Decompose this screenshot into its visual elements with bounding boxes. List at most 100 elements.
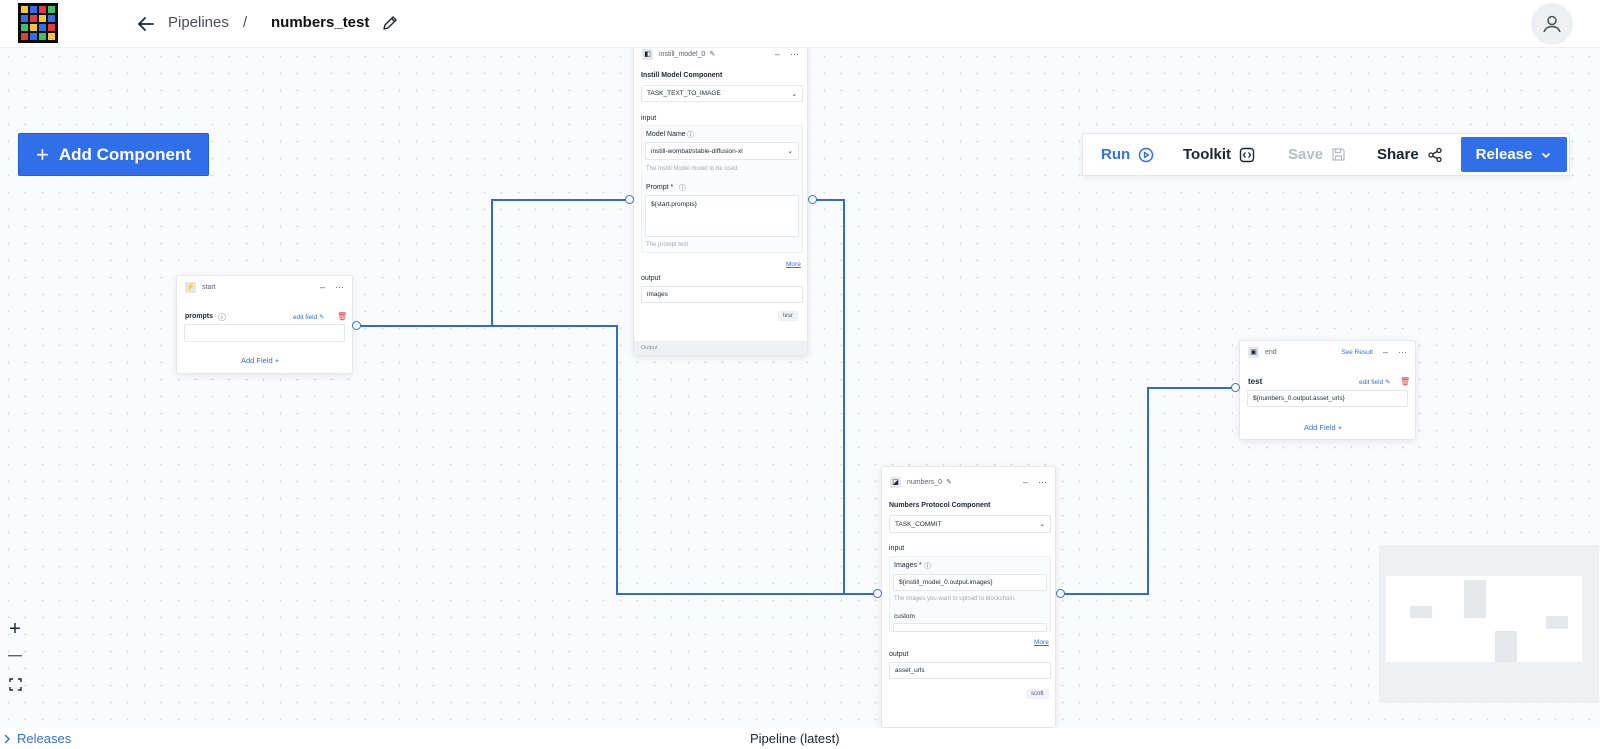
task-select[interactable]: TASK_COMMIT⌄ — [889, 515, 1051, 533]
node-instill-model[interactable]: ◧ instill_model_0 ✎ –··· Instill Model C… — [633, 48, 808, 356]
start-output-handle[interactable] — [352, 321, 361, 330]
node-header[interactable]: ▣ end See Result –··· — [1240, 341, 1415, 363]
pipeline-canvas[interactable]: + Add Component Run Toolkit Save Share R… — [0, 48, 1600, 728]
release-button[interactable]: Release — [1461, 137, 1567, 172]
instill-logo[interactable] — [18, 3, 58, 43]
more-options-icon[interactable]: ··· — [1038, 477, 1047, 487]
node-header[interactable]: ◪ numbers_0 ✎ – ··· — [882, 471, 1055, 493]
custom-input[interactable] — [893, 623, 1047, 632]
collapse-icon[interactable]: – — [319, 282, 325, 292]
component-name: Numbers Protocol Component — [889, 502, 991, 509]
more-options-icon[interactable]: ··· — [790, 49, 799, 59]
plus-icon: + — [35, 141, 49, 167]
node-header[interactable]: ◧ instill_model_0 ✎ – ··· — [634, 48, 807, 65]
model-name-select[interactable]: instill-wombat/stable-diffusion-xl⌄ — [645, 142, 799, 160]
user-avatar-icon[interactable] — [1531, 3, 1573, 45]
zoom-in-icon[interactable]: + — [9, 617, 21, 640]
minimap[interactable] — [1379, 545, 1599, 703]
node-id: start — [202, 283, 216, 291]
more-link[interactable]: More — [1034, 639, 1049, 646]
bottom-bar: Releases Pipeline (latest) — [0, 728, 1600, 749]
chevron-down-icon: ⌄ — [787, 148, 793, 155]
numbers-icon: ◪ — [890, 476, 901, 488]
numbers-input-handle[interactable] — [873, 589, 882, 598]
images-label: Images * — [894, 562, 922, 569]
output-asset-urls-field[interactable]: asset_urls — [889, 662, 1051, 679]
node-id: numbers_0 — [907, 478, 943, 486]
test-chip[interactable]: scott — [1026, 689, 1049, 699]
chevron-down-icon: ⌄ — [1039, 521, 1045, 528]
minimap-node — [1495, 631, 1517, 662]
node-start[interactable]: ⚡ start –··· prompts ⓘ edit field ✎ 🗑 Ad… — [176, 275, 353, 374]
node-id: instill_model_0 — [659, 50, 706, 58]
instill-input-handle[interactable] — [625, 195, 634, 204]
output-section-label: output — [889, 651, 909, 658]
add-field-button[interactable]: Add Field + — [241, 356, 280, 365]
test-input[interactable]: ${numbers_0.output.asset_urls} — [1247, 390, 1408, 407]
prompts-input[interactable] — [184, 324, 345, 342]
collapse-icon[interactable]: – — [1382, 347, 1388, 357]
collapse-icon[interactable]: – — [1022, 477, 1028, 487]
share-button[interactable]: Share — [1377, 134, 1443, 175]
model-icon: ◧ — [642, 48, 653, 60]
output-footer[interactable]: Output — [634, 341, 807, 355]
images-hint: The images you want to upload to blockch… — [894, 596, 1016, 602]
more-link[interactable]: More — [786, 261, 801, 268]
edges-layer — [356, 199, 1235, 595]
releases-toggle[interactable]: Releases — [3, 731, 71, 746]
help-circle-icon[interactable]: ⓘ — [687, 132, 694, 139]
add-component-label: Add Component — [58, 144, 192, 164]
toolkit-button[interactable]: Toolkit — [1183, 134, 1255, 175]
code-square-icon — [1239, 147, 1255, 162]
node-numbers[interactable]: ◪ numbers_0 ✎ – ··· Numbers Protocol Comp… — [881, 466, 1056, 728]
help-circle-icon[interactable]: ⓘ — [924, 563, 931, 570]
share-label: Share — [1377, 146, 1419, 163]
breadcrumb-separator: / — [243, 14, 248, 31]
edit-pencil-icon[interactable]: ✎ — [709, 51, 716, 58]
edit-pencil-icon[interactable]: ✎ — [946, 479, 952, 486]
help-circle-icon[interactable]: ⓘ — [218, 313, 226, 322]
add-component-button[interactable]: + Add Component — [18, 133, 209, 176]
chevron-down-icon: ⌄ — [791, 90, 797, 98]
run-button[interactable]: Run — [1101, 134, 1154, 175]
edit-field-link[interactable]: edit field ✎ — [293, 314, 325, 321]
pipeline-version-label: Pipeline (latest) — [750, 731, 840, 746]
node-header[interactable]: ⚡ start –··· — [177, 276, 352, 298]
trash-icon[interactable]: 🗑 — [1400, 377, 1411, 386]
see-result-link[interactable]: See Result — [1341, 348, 1373, 356]
play-circle-icon — [1138, 147, 1154, 162]
back-arrow-icon[interactable] — [134, 12, 158, 36]
field-label: prompts — [185, 313, 213, 320]
numbers-output-handle[interactable] — [1056, 589, 1065, 598]
task-select[interactable]: TASK_TEXT_TO_IMAGE⌄ — [641, 85, 803, 102]
run-label: Run — [1101, 146, 1131, 163]
fit-view-icon[interactable] — [3, 672, 27, 696]
output-images-field[interactable]: images — [641, 286, 803, 303]
input-panel: Model Name ⓘ instill-wombat/stable-diffu… — [641, 125, 803, 253]
more-options-icon[interactable]: ··· — [335, 282, 344, 292]
zoom-out-icon[interactable] — [3, 644, 27, 668]
save-button[interactable]: Save — [1288, 134, 1346, 175]
images-input[interactable]: ${instill_model_0.output.images} — [893, 574, 1047, 591]
prompt-hint: The prompt text — [646, 242, 689, 248]
node-end[interactable]: ▣ end See Result –··· test edit field ✎ … — [1239, 340, 1416, 440]
prompt-textarea[interactable]: ${start.prompts} — [645, 195, 799, 237]
minimap-node — [1464, 580, 1486, 618]
model-hint: The Instill Model model to be used. — [646, 166, 740, 172]
edge-start-to-numbers — [356, 325, 877, 595]
pipeline-name: numbers_test — [271, 14, 370, 31]
collapse-icon[interactable]: – — [774, 49, 780, 59]
edit-pencil-icon[interactable] — [381, 14, 399, 32]
trash-icon[interactable]: 🗑 — [337, 312, 348, 321]
add-field-button[interactable]: Add Field + — [1304, 423, 1343, 432]
more-options-icon[interactable]: ··· — [1398, 347, 1407, 357]
test-chip[interactable]: tesr — [778, 311, 799, 321]
instill-output-handle[interactable] — [808, 195, 817, 204]
release-label: Release — [1475, 146, 1533, 163]
edit-field-link[interactable]: edit field ✎ — [1359, 379, 1391, 386]
toolkit-label: Toolkit — [1183, 146, 1232, 163]
end-input-handle[interactable] — [1231, 383, 1240, 392]
breadcrumb-pipelines[interactable]: Pipelines — [168, 14, 229, 31]
end-icon: ▣ — [1248, 346, 1259, 358]
help-circle-icon[interactable]: ⓘ — [679, 185, 686, 192]
